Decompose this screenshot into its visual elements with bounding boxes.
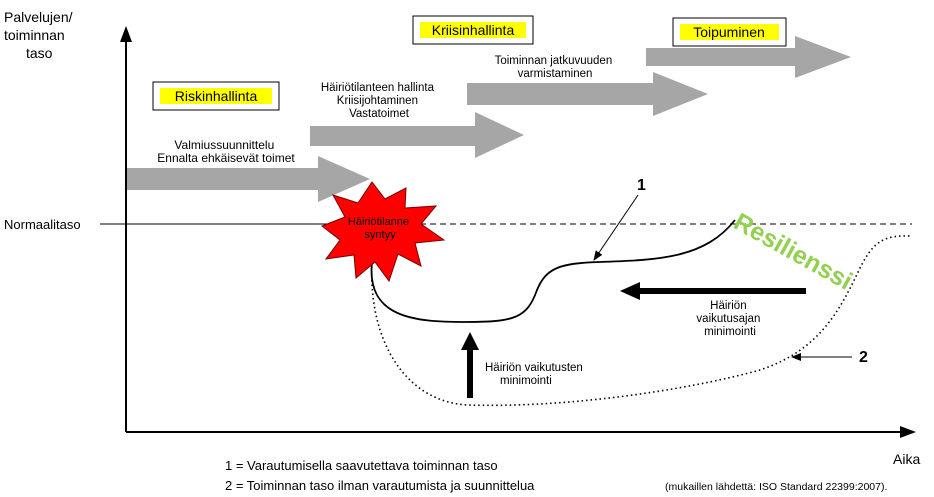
y-axis-label-line: taso [26, 45, 53, 61]
phase-arrow-3 [467, 72, 708, 116]
phase-arrow-1 [127, 156, 370, 202]
svg-text:Riskinhallinta: Riskinhallinta [175, 88, 258, 104]
impact-effects-label: Häiriön vaikutusten minimointi [485, 362, 586, 387]
x-axis-label: Aika [893, 451, 920, 467]
phase-arrow-4 [646, 36, 851, 78]
normal-level-label: Normaalitaso [4, 217, 81, 232]
arrow-text-1: Valmiussuunnittelu Ennalta ehkäisevät to… [157, 138, 295, 165]
phase-label-recovery: Toipuminen [672, 17, 787, 47]
incident-burst [320, 181, 446, 283]
source-citation: (mukaillen lähdettä: ISO Standard 22399:… [665, 481, 888, 493]
phase-label-risk: Riskinhallinta [152, 81, 280, 111]
y-axis-arrowhead [120, 26, 132, 42]
resilience-label: Resilienssi [729, 208, 857, 296]
arrow-text-2: Häiriötilanteen hallinta Kriisijohtamine… [321, 82, 437, 120]
y-axis-label-line: toiminnan [4, 27, 65, 43]
marker-1: 1 [637, 177, 646, 194]
phase-label-crisis: Kriisinhallinta [412, 15, 534, 45]
y-axis-label: Palvelujen/ toiminnan taso [4, 9, 76, 61]
curve-1 [370, 219, 736, 323]
marker-1-pointer [593, 194, 639, 261]
arrow-text-3: Toiminnan jatkuvuuden varmistaminen [495, 55, 616, 80]
svg-text:Toipuminen: Toipuminen [693, 24, 765, 40]
svg-text:Kriisinhallinta: Kriisinhallinta [432, 22, 515, 38]
impact-time-arrowhead [620, 282, 640, 300]
y-axis-label-line: Palvelujen/ [4, 9, 73, 25]
phase-arrow-2 [310, 112, 524, 158]
impact-time-label: Häiriön vaikutusajan minimointi [696, 300, 763, 338]
impact-effects-arrowhead [461, 332, 479, 350]
legend-line-2: 2 = Toiminnan taso ilman varautumista ja… [225, 478, 535, 493]
curve-2 [370, 235, 913, 407]
incident-burst-label: Häiriötilanne syntyy [348, 216, 412, 241]
x-axis-arrowhead [900, 426, 916, 438]
legend-line-1: 1 = Varautumisella saavutettava toiminna… [225, 458, 498, 473]
marker-2: 2 [859, 349, 868, 366]
